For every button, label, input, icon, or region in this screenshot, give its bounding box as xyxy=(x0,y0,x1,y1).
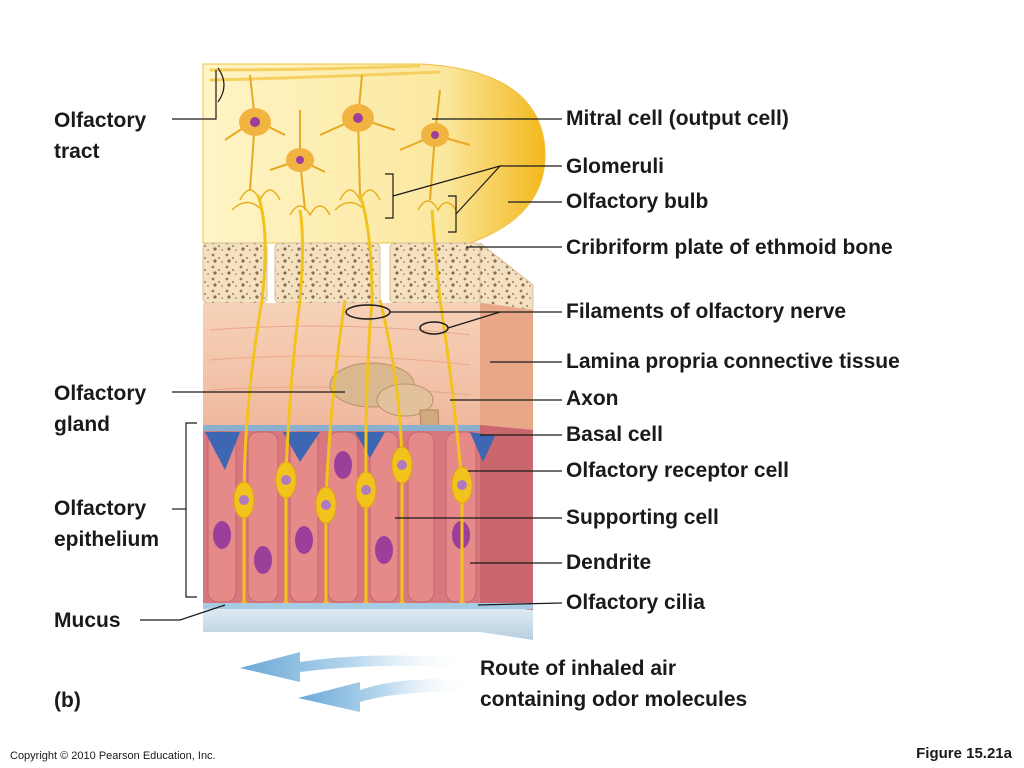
label-basal-cell: Basal cell xyxy=(566,423,663,446)
label-mitral-cell: Mitral cell (output cell) xyxy=(566,107,789,130)
label-cribriform-plate: Cribriform plate of ethmoid bone xyxy=(566,236,893,259)
label-olfactory-epithelium-line2: epithelium xyxy=(54,528,160,551)
label-olfactory-tract-line2: tract xyxy=(54,140,100,163)
label-dendrite: Dendrite xyxy=(566,551,652,574)
label-olfactory-epithelium: Olfactory epithelium xyxy=(54,493,159,555)
label-mucus: Mucus xyxy=(54,609,121,632)
olfactory-bulb xyxy=(202,63,546,244)
leader-lines xyxy=(140,67,563,621)
label-olfactory-tract-line1: Olfactory xyxy=(54,109,147,132)
label-route-line1: Route of inhaled air xyxy=(480,657,677,680)
mucus-layer xyxy=(203,603,533,640)
label-olfactory-gland-line2: gland xyxy=(54,413,110,436)
label-receptor-cell: Olfactory receptor cell xyxy=(566,459,789,482)
glomeruli-tufts xyxy=(231,189,457,217)
inhaled-air-arrows xyxy=(240,652,470,712)
label-supporting-cell: Supporting cell xyxy=(566,506,719,529)
label-olfactory-cilia: Olfactory cilia xyxy=(566,591,705,614)
label-olfactory-epithelium-line1: Olfactory xyxy=(54,497,147,520)
mitral-cell-bodies xyxy=(239,104,449,172)
copyright-notice: Copyright © 2010 Pearson Education, Inc. xyxy=(10,750,216,762)
label-nerve-filaments: Filaments of olfactory nerve xyxy=(566,300,847,323)
label-axon: Axon xyxy=(566,387,619,410)
panel-label: (b) xyxy=(54,689,81,712)
label-olfactory-tract: Olfactory tract xyxy=(54,105,146,167)
label-glomeruli: Glomeruli xyxy=(566,155,665,178)
figure-number: Figure 15.21a xyxy=(916,745,1012,762)
label-route-line2: containing odor molecules xyxy=(480,688,748,711)
label-lamina-propria: Lamina propria connective tissue xyxy=(566,350,900,373)
label-olfactory-gland: Olfactory gland xyxy=(54,378,146,440)
receptor-cells xyxy=(233,194,473,600)
label-olfactory-bulb: Olfactory bulb xyxy=(566,190,709,213)
cribriform-plate xyxy=(202,241,534,311)
basal-cells xyxy=(205,432,495,470)
label-route-of-air: Route of inhaled air containing odor mol… xyxy=(480,653,747,715)
mitral-cells xyxy=(224,74,471,211)
label-olfactory-gland-line1: Olfactory xyxy=(54,382,147,405)
